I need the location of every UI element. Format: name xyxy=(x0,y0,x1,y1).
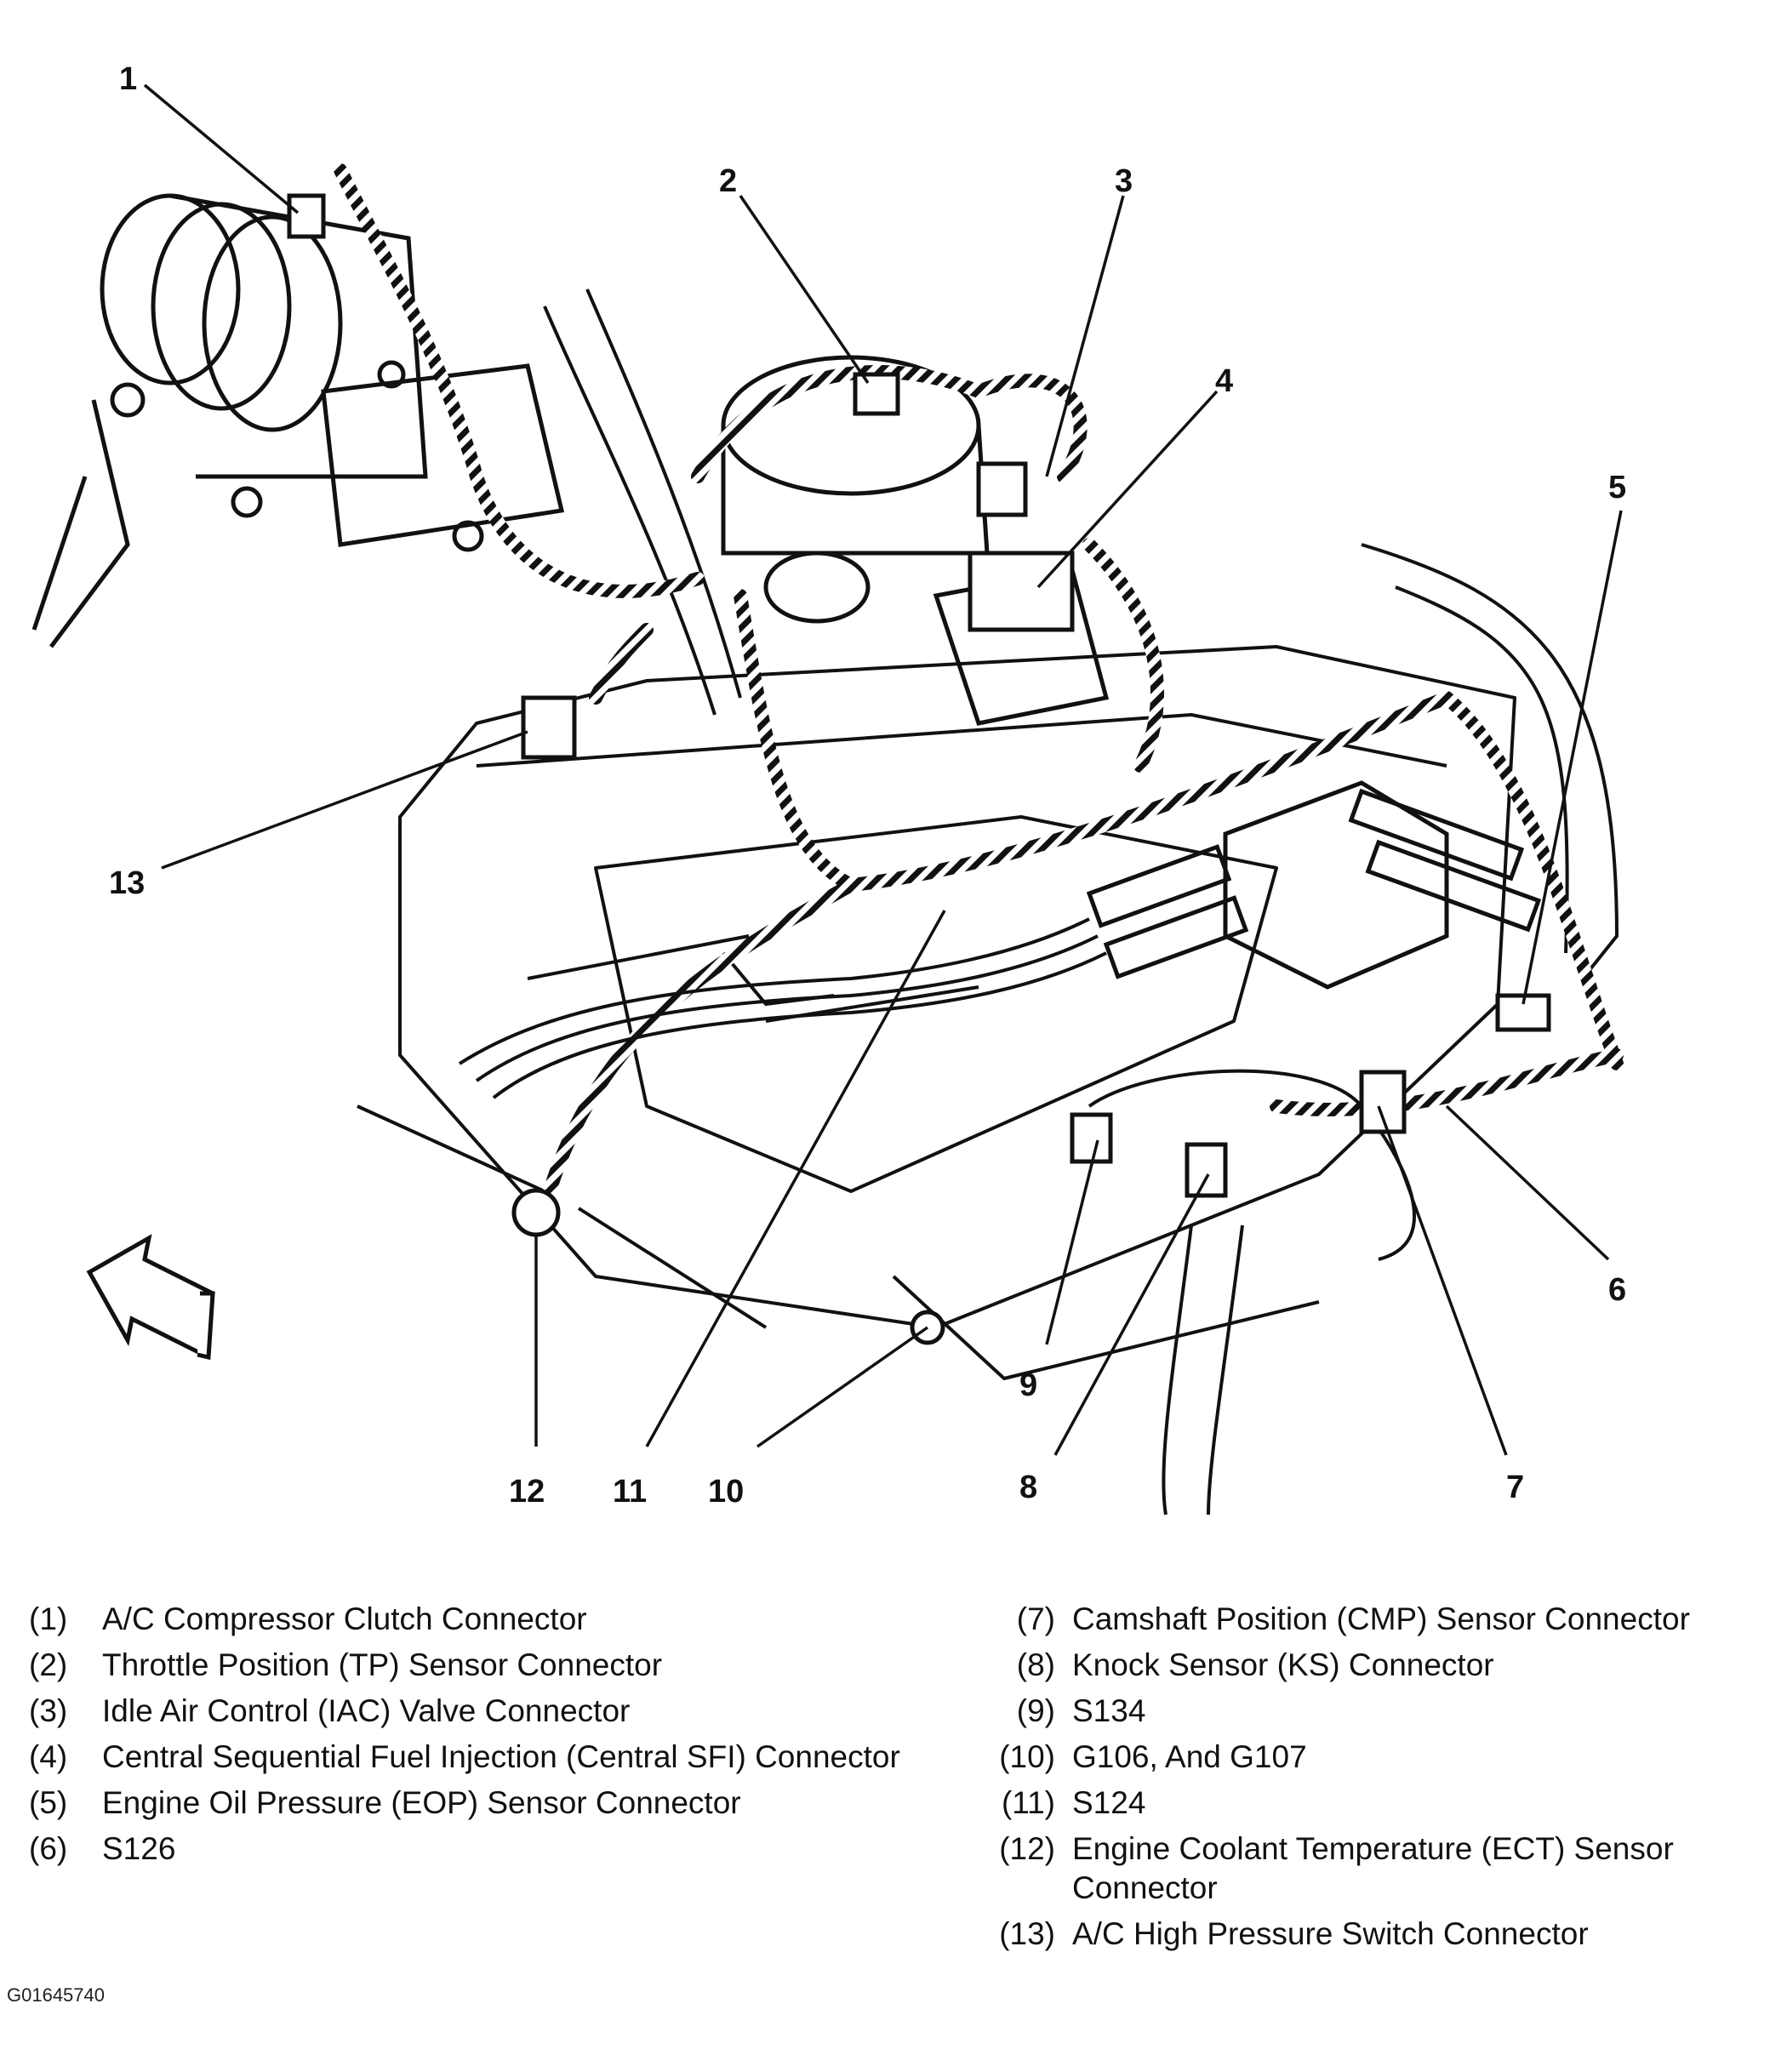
callout-7: 7 xyxy=(1506,1470,1524,1505)
legend-left-column: (1) A/C Compressor Clutch Connector (2) … xyxy=(29,1600,931,1875)
legend-item: (7) Camshaft Position (CMP) Sensor Conne… xyxy=(979,1600,1778,1639)
legend-item: (13) A/C High Pressure Switch Connector xyxy=(979,1915,1778,1954)
callout-3: 3 xyxy=(1115,163,1133,199)
wire-bundle xyxy=(458,917,1416,1261)
legend-item: (3) Idle Air Control (IAC) Valve Connect… xyxy=(29,1692,931,1731)
callout-4: 4 xyxy=(1215,363,1233,399)
legend-item: (8) Knock Sensor (KS) Connector xyxy=(979,1646,1778,1685)
distributor xyxy=(1086,780,1542,990)
legend-item: (9) S134 xyxy=(979,1692,1778,1731)
callout-1: 1 xyxy=(119,61,137,97)
legend-item: (6) S126 xyxy=(29,1829,931,1869)
s134-splice xyxy=(1070,1112,1113,1164)
component-legend: (1) A/C Compressor Clutch Connector (2) … xyxy=(0,1600,1787,1966)
compressor xyxy=(31,193,565,648)
ac-compressor-clutch-connector xyxy=(287,193,326,239)
callout-8: 8 xyxy=(1019,1470,1037,1505)
legend-item: (5) Engine Oil Pressure (EOP) Sensor Con… xyxy=(29,1784,931,1823)
legend-item-text: A/C Compressor Clutch Connector xyxy=(102,1601,587,1636)
central-sfi-connector xyxy=(968,551,1075,632)
ac-high-pressure-switch-connector xyxy=(521,695,577,760)
ect-sensor-connector xyxy=(511,1188,561,1237)
callout-2: 2 xyxy=(719,163,737,199)
callout-9: 9 xyxy=(1019,1367,1037,1403)
legend-item-text: A/C High Pressure Switch Connector xyxy=(1072,1916,1589,1951)
ks-connector xyxy=(1185,1142,1228,1198)
iac-valve-connector xyxy=(976,461,1028,517)
legend-item-text: S124 xyxy=(1072,1785,1146,1820)
legend-item: (2) Throttle Position (TP) Sensor Connec… xyxy=(29,1646,931,1685)
callout-6: 6 xyxy=(1608,1272,1626,1308)
callout-numbers: 1 2 3 4 5 6 7 8 9 10 11 12 13 xyxy=(109,61,1626,1510)
connectors xyxy=(287,193,1551,1345)
legend-item-number: (2) xyxy=(29,1647,68,1682)
legend-item-text: S126 xyxy=(102,1831,176,1866)
engine-wiring-diagram: 1 2 3 4 5 6 7 8 9 10 11 12 13 xyxy=(31,61,1626,1515)
legend-item-text: S134 xyxy=(1072,1693,1146,1728)
throttle-body xyxy=(721,355,1110,726)
callout-13: 13 xyxy=(109,865,145,901)
tp-sensor-connector xyxy=(853,372,900,416)
callout-12: 12 xyxy=(509,1474,545,1510)
callout-10: 10 xyxy=(708,1474,744,1510)
legend-item-number: (10) xyxy=(999,1739,1055,1774)
legend-item: (12) Engine Coolant Temperature (ECT) Se… xyxy=(979,1829,1778,1908)
legend-item-text: Knock Sensor (KS) Connector xyxy=(1072,1647,1494,1682)
legend-item-number: (11) xyxy=(1001,1785,1055,1820)
legend-item-text: Engine Oil Pressure (EOP) Sensor Connect… xyxy=(102,1785,741,1820)
legend-item-number: (12) xyxy=(999,1831,1055,1866)
legend-item: (11) S124 xyxy=(979,1784,1778,1823)
hoses xyxy=(543,288,1619,1515)
legend-item-text: G106, And G107 xyxy=(1072,1739,1307,1774)
legend-item-text: Idle Air Control (IAC) Valve Connector xyxy=(102,1693,631,1728)
legend-item-text: Engine Coolant Temperature (ECT) Sensor … xyxy=(1072,1831,1674,1905)
legend-item: (4) Central Sequential Fuel Injection (C… xyxy=(29,1738,931,1777)
legend-item-number: (1) xyxy=(29,1601,68,1636)
legend-item-number: (13) xyxy=(999,1916,1055,1951)
legend-item-text: Central Sequential Fuel Injection (Centr… xyxy=(102,1739,900,1774)
figure-id: G01645740 xyxy=(7,1984,105,2006)
legend-item-number: (8) xyxy=(1016,1647,1055,1682)
leader-lines xyxy=(143,83,1623,1456)
legend-item: (1) A/C Compressor Clutch Connector xyxy=(29,1600,931,1639)
callout-5: 5 xyxy=(1608,470,1626,505)
front-arrow-icon xyxy=(86,1234,215,1361)
legend-item-number: (7) xyxy=(1016,1601,1055,1636)
legend-right-column: (7) Camshaft Position (CMP) Sensor Conne… xyxy=(979,1600,1778,1961)
legend-item: (10) G106, And G107 xyxy=(979,1738,1778,1777)
legend-item-text: Throttle Position (TP) Sensor Connector xyxy=(102,1647,663,1682)
legend-item-number: (9) xyxy=(1016,1693,1055,1728)
legend-item-number: (5) xyxy=(29,1785,68,1820)
legend-item-number: (6) xyxy=(29,1831,68,1866)
callout-11: 11 xyxy=(613,1474,647,1510)
legend-item-number: (3) xyxy=(29,1693,68,1728)
legend-item-text: Camshaft Position (CMP) Sensor Connector xyxy=(1072,1601,1690,1636)
cmp-sensor-connector xyxy=(1359,1070,1407,1134)
wiring-harness xyxy=(334,163,1624,1215)
legend-item-number: (4) xyxy=(29,1739,68,1774)
